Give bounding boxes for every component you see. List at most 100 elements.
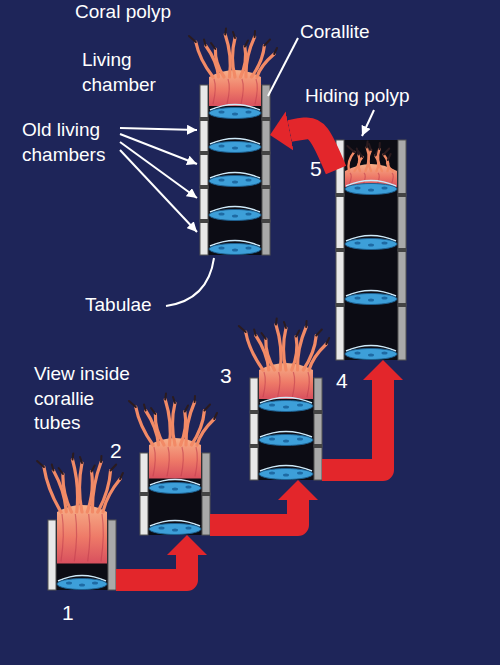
- wall-joint: [140, 492, 148, 496]
- corallite-wall: [314, 446, 322, 480]
- tabula: [209, 176, 261, 187]
- tube-illustration: [140, 395, 210, 535]
- corallite-wall: [262, 119, 270, 153]
- tentacle: [309, 344, 326, 370]
- tentacle-tip: [264, 40, 270, 46]
- tabula-spot: [66, 582, 72, 585]
- leader-arrow: [120, 128, 197, 130]
- tabula-spot: [79, 584, 85, 587]
- tabula-spot: [186, 527, 192, 530]
- polyp-body: [57, 505, 107, 563]
- tentacle: [92, 462, 101, 512]
- leader-lines: [120, 38, 374, 306]
- tabula-spot: [232, 181, 238, 184]
- polyp-texture: [307, 372, 309, 397]
- wall-joint: [398, 303, 406, 307]
- corallite-wall: [108, 520, 116, 590]
- leader-arrow: [120, 150, 197, 232]
- polyp-texture: [61, 514, 63, 561]
- tabula-spot: [269, 438, 275, 441]
- tube-interior: [344, 140, 398, 360]
- corallite-tube: 3: [250, 320, 322, 480]
- tentacle: [197, 419, 214, 445]
- tentacle-tip: [261, 333, 265, 339]
- tentacle-tip: [194, 396, 196, 402]
- tentacle-tip: [245, 41, 248, 47]
- tabula-spot: [283, 440, 289, 443]
- tabula: [345, 239, 397, 250]
- part-label: View inside corallie tubes: [34, 362, 139, 436]
- tentacle-tip: [71, 454, 74, 460]
- tentacle-tip: [358, 151, 362, 157]
- tentacle: [246, 37, 255, 77]
- tentacle-tip: [111, 465, 117, 471]
- tabula: [259, 401, 313, 412]
- tabula: [209, 108, 261, 119]
- tube-interior: [208, 85, 262, 255]
- tentacle-tip: [164, 394, 167, 400]
- tabula-spot: [368, 354, 374, 357]
- tabula-spot: [297, 438, 303, 441]
- tabula: [149, 483, 201, 494]
- leader-line: [268, 38, 298, 96]
- tabula-spot: [172, 529, 178, 532]
- tentacle: [387, 160, 393, 171]
- tabula-spot: [382, 187, 388, 190]
- corallite-wall: [250, 446, 258, 480]
- tentacle-tip: [189, 36, 196, 42]
- part-label: Tabulae: [85, 293, 185, 318]
- wall-joint: [202, 492, 210, 496]
- tabula-spot: [355, 242, 361, 245]
- tabula-spot: [219, 111, 225, 114]
- tabula-spot: [92, 582, 98, 585]
- tabula-spot: [232, 113, 238, 116]
- tentacle-tip: [214, 413, 217, 419]
- tentacle-tip: [347, 146, 354, 152]
- stage-number: 1: [62, 602, 74, 623]
- wall-joint: [262, 117, 270, 121]
- stage-number: 4: [336, 370, 348, 391]
- tabula-spot: [368, 244, 374, 247]
- tentacle: [165, 400, 170, 446]
- tentacle-tip: [144, 405, 146, 411]
- tabula: [209, 244, 261, 255]
- wall-joint: [200, 219, 208, 223]
- tentacle: [378, 149, 382, 171]
- growth-arrow: [322, 380, 383, 470]
- tabula: [149, 524, 201, 535]
- tentacle-tip: [316, 330, 322, 336]
- wall-joint: [262, 219, 270, 223]
- growth-arrow: [116, 555, 187, 580]
- stage-number: 2: [110, 440, 122, 461]
- polyp-texture: [167, 447, 169, 476]
- tabula-spot: [159, 527, 165, 530]
- corallite-wall: [48, 520, 56, 590]
- corallite-wall: [398, 195, 406, 250]
- corallite-wall: [200, 187, 208, 221]
- wall-joint: [262, 151, 270, 155]
- corallite-wall: [336, 195, 344, 250]
- corallite-wall: [314, 412, 322, 446]
- wall-joint: [200, 117, 208, 121]
- tabula-spot: [368, 299, 374, 302]
- tentacle: [80, 463, 83, 512]
- tentacle-tip: [173, 397, 175, 403]
- tentacle: [103, 479, 120, 512]
- corallite-wall: [140, 453, 148, 494]
- tentacle: [136, 407, 153, 445]
- connector-layer: [116, 128, 383, 580]
- corallite-wall: [336, 140, 344, 195]
- tentacle-tip: [239, 326, 246, 332]
- corallite-wall: [336, 305, 344, 360]
- polyp-texture: [278, 372, 280, 397]
- tabula-spot: [159, 486, 165, 489]
- corallite-wall: [200, 119, 208, 153]
- tabula-spot: [186, 486, 192, 489]
- corallite-wall: [398, 250, 406, 305]
- corallite-wall: [398, 305, 406, 360]
- tentacle-tip: [120, 473, 123, 479]
- tentacle: [233, 38, 236, 77]
- tabula: [209, 142, 261, 153]
- tentacle: [173, 403, 176, 445]
